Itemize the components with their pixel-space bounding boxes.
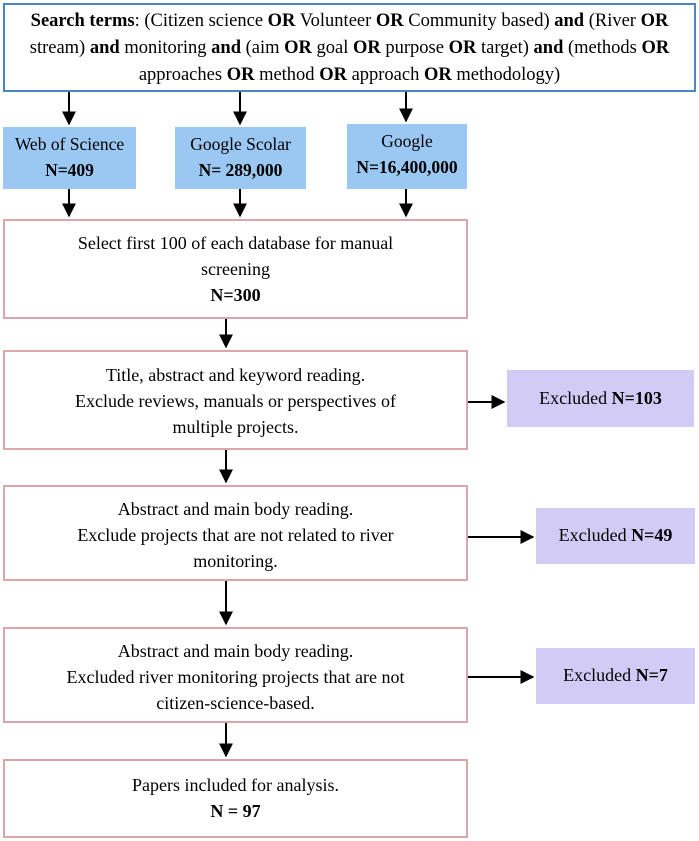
step-line-2: Excluded river monitoring projects that …: [66, 667, 405, 687]
step-abstract-main-body-citizen: Abstract and main body reading. Excluded…: [3, 627, 468, 723]
excluded-count: N=7: [635, 665, 668, 685]
step-line-3: monitoring.: [193, 551, 278, 571]
database-google-scholar: Google Scolar N= 289,000: [175, 127, 306, 189]
step-line-1: Abstract and main body reading.: [117, 641, 354, 661]
database-name: Google: [381, 131, 433, 151]
step-select-first-100: Select first 100 of each database for ma…: [3, 219, 468, 319]
step-line-2: screening: [201, 259, 270, 279]
database-name: Web of Science: [14, 134, 125, 154]
step-abstract-main-body-river: Abstract and main body reading. Exclude …: [3, 485, 468, 581]
step-line-2: Exclude reviews, manuals or perspectives…: [75, 391, 396, 411]
search-terms-line-1: Search terms: (Citizen science OR Volunt…: [30, 11, 669, 31]
excluded-label: Excluded: [558, 525, 632, 545]
step-line-1: Abstract and main body reading.: [117, 499, 354, 519]
excluded-count: N=103: [611, 388, 662, 408]
step-papers-included: Papers included for analysis. N = 97: [3, 759, 468, 838]
step-line-1: Papers included for analysis.: [132, 775, 339, 795]
database-count: N=409: [45, 160, 94, 180]
step-line-1: Select first 100 of each database for ma…: [77, 233, 394, 253]
search-terms-box: Search terms: (Citizen science OR Volunt…: [3, 3, 696, 92]
step-title-abstract-keyword: Title, abstract and keyword reading. Exc…: [3, 350, 468, 450]
search-terms-line-2: stream) and monitoring and (aim OR goal …: [29, 38, 670, 58]
step-line-1: Title, abstract and keyword reading.: [105, 365, 366, 385]
database-google: Google N=16,400,000: [347, 124, 467, 189]
database-count: N=16,400,000: [356, 157, 458, 177]
step-line-2: Exclude projects that are not related to…: [77, 525, 394, 545]
step-count: N = 97: [210, 801, 261, 821]
database-name: Google Scolar: [190, 134, 291, 154]
search-terms-line-3: approaches OR method OR approach OR meth…: [138, 65, 561, 85]
excluded-box-2: Excluded N=49: [536, 508, 695, 564]
excluded-box-1: Excluded N=103: [507, 370, 694, 427]
excluded-box-3: Excluded N=7: [536, 648, 695, 704]
excluded-label: Excluded: [539, 388, 612, 408]
excluded-count: N=49: [631, 525, 673, 545]
database-web-of-science: Web of Science N=409: [3, 127, 136, 189]
step-count: N=300: [210, 285, 261, 305]
excluded-label: Excluded: [563, 665, 636, 685]
step-line-3: multiple projects.: [172, 417, 299, 437]
database-count: N= 289,000: [198, 160, 283, 180]
step-line-3: citizen-science-based.: [156, 693, 315, 713]
